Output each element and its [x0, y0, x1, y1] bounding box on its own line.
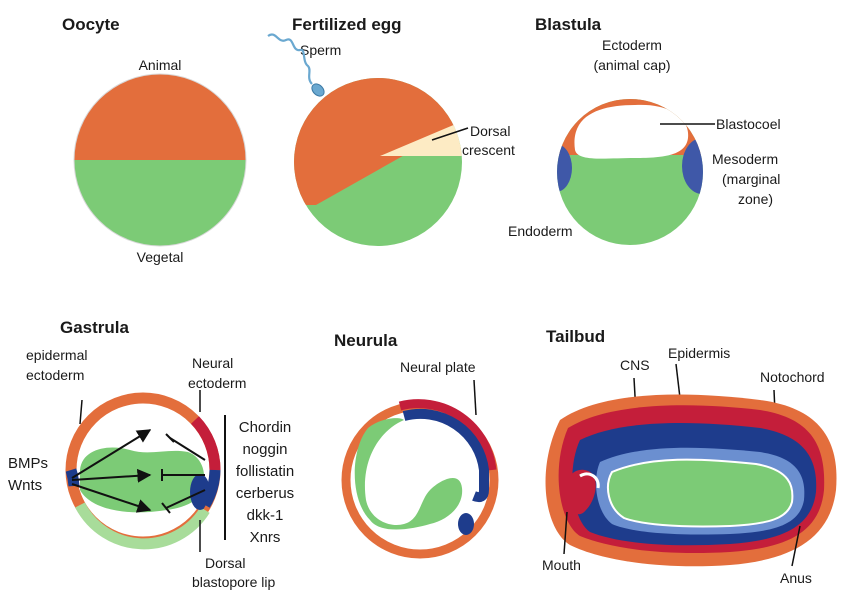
epidermal-label: epidermal	[26, 347, 87, 363]
fertilized-egg-sphere	[290, 75, 470, 255]
marginal-label: (marginal	[722, 171, 780, 187]
wnts-label: Wnts	[8, 477, 42, 494]
blastula-title: Blastula	[535, 15, 602, 34]
oocyte-panel: Oocyte Animal Vegetal	[62, 15, 250, 265]
mouth-label: Mouth	[542, 557, 581, 573]
animal-label: Animal	[139, 57, 182, 73]
fertilized-egg-title: Fertilized egg	[292, 15, 402, 34]
tailbud-endoderm	[608, 460, 792, 527]
antagonist-chordin: Chordin	[239, 419, 292, 436]
oocyte-sphere	[70, 70, 250, 250]
neural-ectoderm-label: ectoderm	[188, 375, 246, 391]
notochord-label: Notochord	[760, 369, 825, 385]
dorsal-label: Dorsal	[470, 123, 510, 139]
endoderm-label: Endoderm	[508, 223, 573, 239]
anus-label: Anus	[780, 570, 812, 586]
epidermis-label: Epidermis	[668, 345, 730, 361]
vegetal-label: Vegetal	[137, 249, 184, 265]
antagonist-cerberus: cerberus	[236, 485, 294, 502]
gastrula-title: Gastrula	[60, 318, 130, 337]
bmps-label: BMPs	[8, 455, 48, 472]
epidermal-ectoderm-label: ectoderm	[26, 367, 84, 383]
gastrula-panel: Gastrula epidermal ectoderm Neural ectod…	[8, 318, 294, 590]
gastrula-endoderm	[80, 447, 204, 512]
cns-label: CNS	[620, 357, 650, 373]
blastocoel-label: Blastocoel	[716, 116, 781, 132]
oocyte-title: Oocyte	[62, 15, 120, 34]
tailbud-title: Tailbud	[546, 327, 605, 346]
vegetal-hemisphere	[70, 160, 250, 250]
ectoderm-label: Ectoderm	[602, 37, 662, 53]
crescent-label: crescent	[462, 142, 515, 158]
zone-label: zone)	[738, 191, 773, 207]
blastopore-lip-label: blastopore lip	[192, 574, 275, 590]
mesoderm-label: Mesoderm	[712, 151, 778, 167]
neural-label: Neural	[192, 355, 233, 371]
neurula-title: Neurula	[334, 331, 398, 350]
antagonist-xnrs: Xnrs	[250, 529, 281, 546]
dorsal-lip-label: Dorsal	[205, 555, 245, 571]
sperm-label: Sperm	[300, 42, 341, 58]
fertilized-egg-panel: Fertilized egg Sperm Dorsal crescent	[268, 15, 515, 255]
antagonist-dkk1: dkk-1	[247, 507, 284, 524]
animal-hemisphere	[70, 70, 250, 160]
antagonists-list: Chordin noggin follistatin cerberus dkk-…	[236, 419, 294, 546]
neural-plate-label: Neural plate	[400, 359, 476, 375]
antagonist-noggin: noggin	[242, 441, 287, 458]
animal-cap-label: (animal cap)	[593, 57, 670, 73]
tailbud-panel: Tailbud CNS Epidermis Notochord Mouth An…	[542, 327, 836, 586]
mesoderm-left	[540, 144, 572, 192]
neurula-panel: Neurula Neural plate	[334, 331, 494, 554]
blastula-panel: Blastula Ectoderm (animal cap) Blastocoe…	[508, 15, 781, 255]
antagonist-follistatin: follistatin	[236, 463, 294, 480]
